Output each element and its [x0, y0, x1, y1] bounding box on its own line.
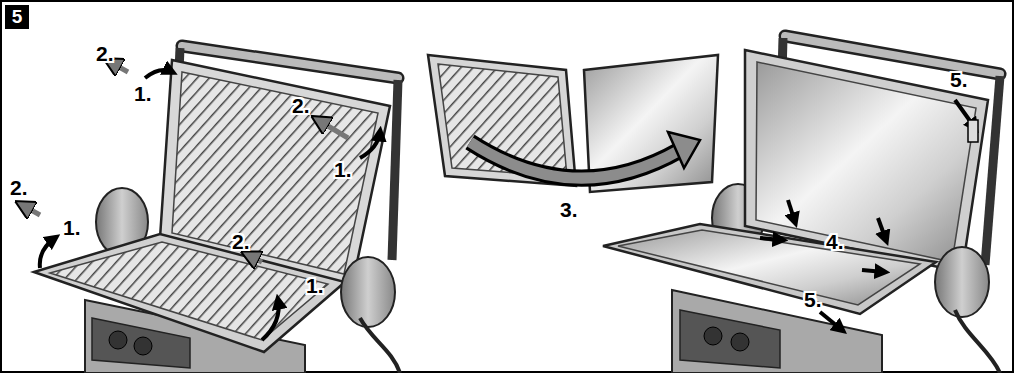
step-number: 5.: [950, 68, 968, 92]
step-number: 1.: [134, 82, 152, 106]
step-number: 1.: [306, 274, 324, 298]
step-number: 4.: [826, 230, 844, 254]
figure-number: 5: [12, 6, 23, 28]
step-number: 2.: [292, 94, 310, 118]
step-number: 2.: [232, 230, 250, 254]
right-grill: [603, 36, 1000, 373]
step-number: 2.: [96, 42, 114, 66]
step-number: 1.: [334, 158, 352, 182]
figure-number-box: 5: [5, 5, 29, 29]
plate-swap: [428, 55, 718, 192]
left-grill: [22, 46, 400, 373]
step-number: 3.: [560, 198, 578, 222]
step-number: 1.: [63, 216, 81, 240]
step-number: 2.: [10, 176, 28, 200]
step-number: 5.: [804, 288, 822, 312]
